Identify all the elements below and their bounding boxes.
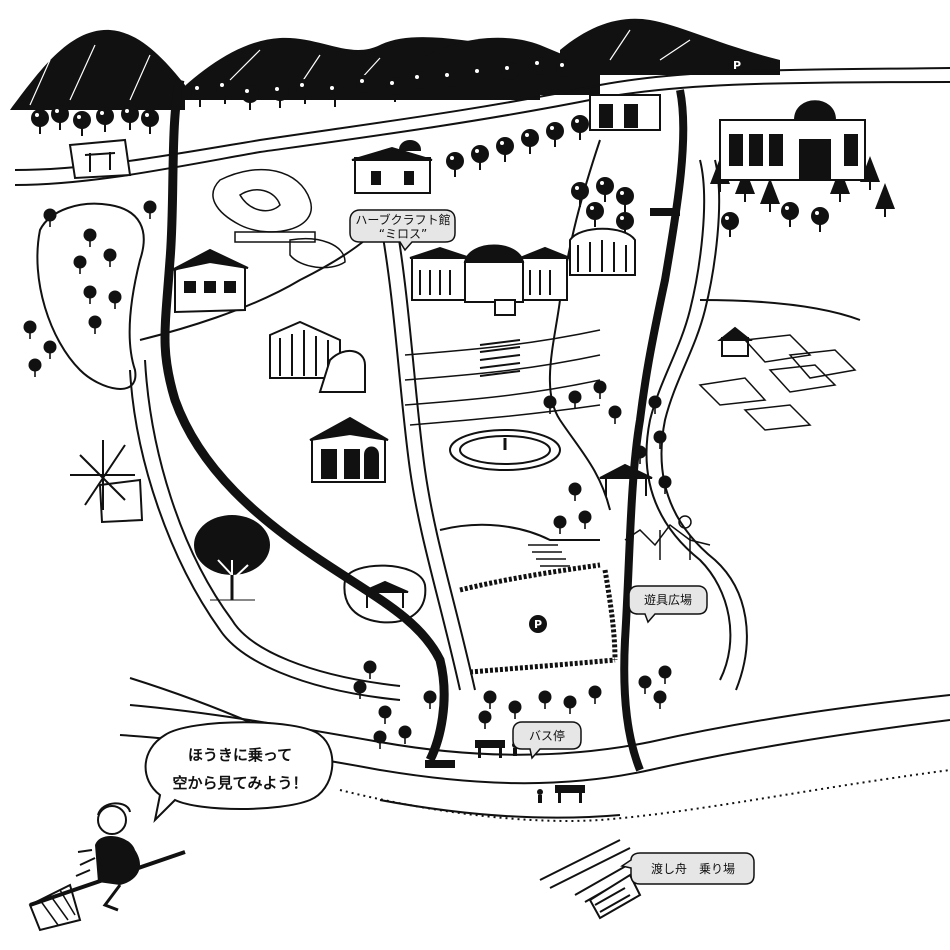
house-left xyxy=(171,248,249,314)
parking-marker-top[interactable]: P xyxy=(728,56,746,74)
svg-text:“ミロス”: “ミロス” xyxy=(379,227,427,241)
herb-craft-building xyxy=(351,140,433,194)
tennis-courts xyxy=(698,334,857,431)
svg-text:P: P xyxy=(534,618,542,631)
label-playground[interactable]: 遊具広場 xyxy=(628,585,708,624)
fountain xyxy=(449,429,561,471)
witch-on-broom-illustration xyxy=(28,802,186,932)
svg-text:遊具広場: 遊具広場 xyxy=(644,592,692,607)
playground-equipment xyxy=(624,515,711,560)
label-ferry[interactable]: 渡し舟 乗り場 xyxy=(620,852,755,885)
label-herb-craft[interactable]: ハーブクラフト館 “ミロス” xyxy=(349,209,456,252)
speech-bubble: ほうきに乗って 空から見てみよう！ xyxy=(144,721,334,824)
main-hall xyxy=(409,244,571,316)
svg-text:渡し舟 乗り場: 渡し舟 乗り場 xyxy=(651,861,735,876)
building-chapel xyxy=(309,416,389,483)
colonnade xyxy=(569,227,636,276)
small-house-right xyxy=(717,326,753,357)
svg-text:P: P xyxy=(733,59,741,72)
svg-text:バス停: バス停 xyxy=(529,728,565,743)
label-bus-stop[interactable]: バス停 xyxy=(512,721,582,760)
greenhouse xyxy=(269,320,366,393)
stairs xyxy=(528,544,570,567)
shrine-structure xyxy=(68,138,132,180)
gazebo-right xyxy=(599,463,653,496)
museum-building xyxy=(719,100,866,181)
gazebo-left xyxy=(343,564,427,624)
svg-text:ほうきに乗って: ほうきに乗って xyxy=(188,746,292,764)
terraces xyxy=(404,329,601,426)
parking-marker-center[interactable]: P xyxy=(529,615,547,633)
large-tree xyxy=(194,515,270,601)
ferry-pier xyxy=(539,839,651,920)
svg-text:ハーブクラフト館: ハーブクラフト館 xyxy=(355,212,450,227)
hedges xyxy=(459,562,618,675)
windmill xyxy=(70,440,144,524)
shop-building xyxy=(589,94,661,131)
svg-text:空から見てみよう！: 空から見てみよう！ xyxy=(172,774,307,792)
herb-garden xyxy=(212,168,346,269)
bridges xyxy=(425,208,680,768)
